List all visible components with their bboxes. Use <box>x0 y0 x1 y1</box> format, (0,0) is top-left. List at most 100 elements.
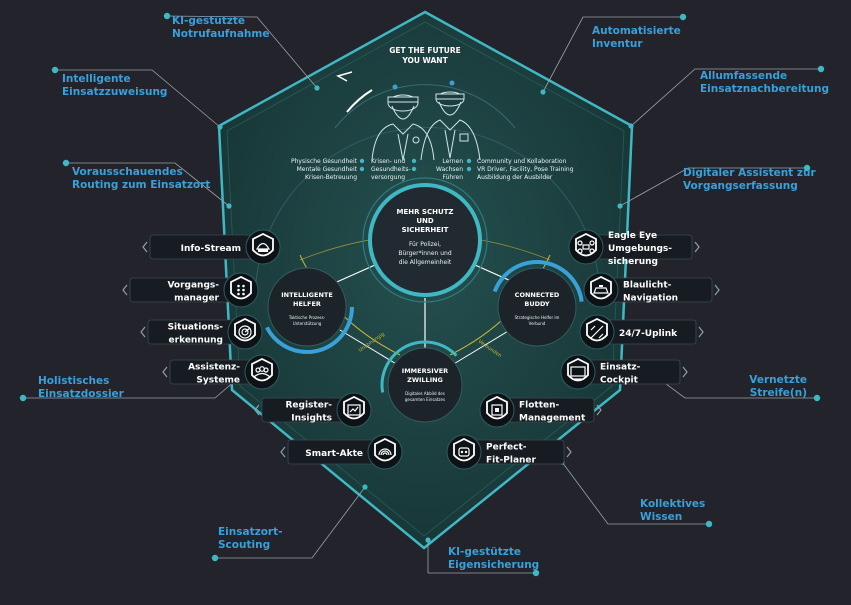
helper_right-title-line: CONNECTED <box>515 291 560 299</box>
outer-label-inventur-line: Automatisierte <box>592 25 681 37</box>
outer-label-scouting-line: Einsatzort- <box>218 526 282 538</box>
leader-dot-inventur <box>679 13 687 21</box>
shield-frame-icon <box>343 395 365 420</box>
leader-dot-routing <box>62 159 70 167</box>
chevron-right-icon <box>698 326 704 338</box>
feature-einsatz-cockpit[interactable]: Einsatz-Cockpit <box>560 354 688 390</box>
leader-dot-dossier <box>19 394 27 402</box>
feature-label-assistenzsysteme: Assistenz- <box>188 363 240 373</box>
officer-dot <box>466 166 472 172</box>
radar-icon <box>238 325 252 339</box>
officer-dot <box>359 158 365 164</box>
shield-frame-icon <box>251 357 273 382</box>
feature-situationserkennung[interactable]: Situations-erkennung <box>140 314 263 350</box>
feature-label-einsatz-cockpit: Cockpit <box>600 376 639 386</box>
feature-label-perfect-fit: Fit-Planer <box>486 456 537 466</box>
feature-label-vorgangsmanager: Vorgangs- <box>167 281 219 291</box>
officer-item-left-b: Gesundheits- <box>371 166 411 173</box>
officer-item-right-a: Lernen <box>442 158 463 165</box>
leader-line-nachbereitung <box>630 68 821 127</box>
leader-line-intelligente-zuweisung <box>55 69 221 128</box>
dots-grid-icon <box>237 284 245 296</box>
feature-label-register-insights: Insights <box>291 414 332 424</box>
leader-end-ki-notruf <box>314 85 320 91</box>
feature-blaulicht[interactable]: Blaulicht-Navigation <box>583 272 720 308</box>
outer-label-digitaler-assistent-line: Vorgangserfassung <box>683 180 798 192</box>
chip-icon <box>491 404 503 416</box>
leader-dot-streife <box>813 394 821 402</box>
chevron-left-icon <box>140 326 146 338</box>
chevron-right-icon <box>694 241 700 253</box>
arrow-left-bottom <box>339 329 399 366</box>
helper-right-disc <box>497 267 577 347</box>
helper_right-title-line: BUDDY <box>524 300 550 308</box>
feature-vorgangsmanager[interactable]: Vorgangs-manager <box>122 272 259 308</box>
feature-info-stream[interactable]: Info-Stream <box>142 229 281 265</box>
shield-frame-icon <box>234 317 256 342</box>
feature-label-flotten: Management <box>519 414 586 424</box>
helper-bottom-ring-outer <box>380 340 470 430</box>
outer-labels: KI-gestützteNotrufaufnahmeIntelligenteEi… <box>38 15 829 571</box>
center-title-line: MEHR SCHUTZ <box>396 208 453 216</box>
people-icon <box>253 366 271 378</box>
chart-icon <box>347 404 361 416</box>
outer-label-inventur-line: Inventur <box>592 38 643 50</box>
cursor-arrow-icon <box>336 71 353 82</box>
chevron-right-icon <box>596 404 602 416</box>
center-title-line: SICHERHEIT <box>402 226 449 234</box>
feature-label-assistenzsysteme: Systeme <box>196 376 240 386</box>
helper-right-ring-outer <box>490 259 584 354</box>
officer-item-left-b: versorgung <box>371 174 405 181</box>
center-title-line: UND <box>416 217 434 225</box>
car-icon <box>593 285 609 294</box>
outer-label-eigensicherung-line: KI-gestützte <box>448 546 521 558</box>
chevron-right-icon <box>566 446 572 458</box>
chevron-left-icon <box>122 284 128 296</box>
outer-label-eigensicherung-line: Eigensicherung <box>448 559 539 571</box>
officer-item-right-b: Ausbildung der Ausbilder <box>477 174 553 181</box>
feature-perfect-fit[interactable]: Perfect- Fit-Planer <box>446 434 572 470</box>
feature-label-perfect-fit: Perfect- <box>486 443 527 453</box>
chevron-left-icon <box>142 241 148 253</box>
feature-label-situationserkennung: erkennung <box>169 336 223 346</box>
center-sub-line: die Allgemeinheit <box>399 259 452 266</box>
feature-label-flotten: Flotten- <box>519 401 560 411</box>
officer-item-right-b: Community und Kollaboration <box>477 158 567 165</box>
center-sub-line: Für Polizei, <box>409 241 441 248</box>
leader-dot-digitaler-assistent <box>803 164 811 172</box>
officer-item-right-a: Wachsen <box>436 166 463 173</box>
feature-label-eagle-eye: Eagle Eye <box>608 231 657 241</box>
chevron-right-icon <box>714 284 720 296</box>
feature-register-insights[interactable]: Register-Insights <box>254 392 372 428</box>
arrow-left-center <box>329 264 376 286</box>
satellite-icon <box>590 325 604 339</box>
helper_left-title-line: HELFER <box>293 300 321 308</box>
feature-assistenzsysteme[interactable]: Assistenz- Systeme <box>162 354 280 390</box>
outer-label-kollektives-wissen-line: Wissen <box>640 511 682 523</box>
feature-smart-akte[interactable]: Smart-Akte <box>280 434 403 470</box>
officer-item-left-a: Mentale Gesundheit <box>297 166 358 173</box>
feature-uplink[interactable]: 24/7-Uplink <box>579 314 704 350</box>
leader-dot-ki-notruf <box>163 12 171 20</box>
feature-label-eagle-eye: Umgebungs- <box>608 244 672 254</box>
chevron-left-icon <box>254 404 260 416</box>
officer-item-left-b: Krisen- und <box>371 158 405 165</box>
shield-inner-glow <box>226 21 625 537</box>
outer-label-intelligente-zuweisung-line: Intelligente <box>62 73 131 85</box>
leader-line-scouting <box>215 486 366 559</box>
shield-frame-icon <box>453 437 475 462</box>
drone-icon <box>577 240 595 254</box>
leader-end-digitaler-assistent <box>617 203 623 209</box>
leader-dot-intelligente-zuweisung <box>51 66 59 74</box>
feature-flotten[interactable]: Flotten- Management <box>479 392 602 428</box>
helper_bottom-title-line: IMMERSIVER <box>402 367 448 375</box>
leader-dot-kollektives-wissen <box>705 520 713 528</box>
header-line2: YOU WANT <box>401 56 448 65</box>
shield-frame-icon <box>252 232 274 257</box>
leader-line-inventur <box>542 16 683 93</box>
center-disc <box>375 190 475 290</box>
outer-label-dossier-line: Holistisches <box>38 375 109 387</box>
